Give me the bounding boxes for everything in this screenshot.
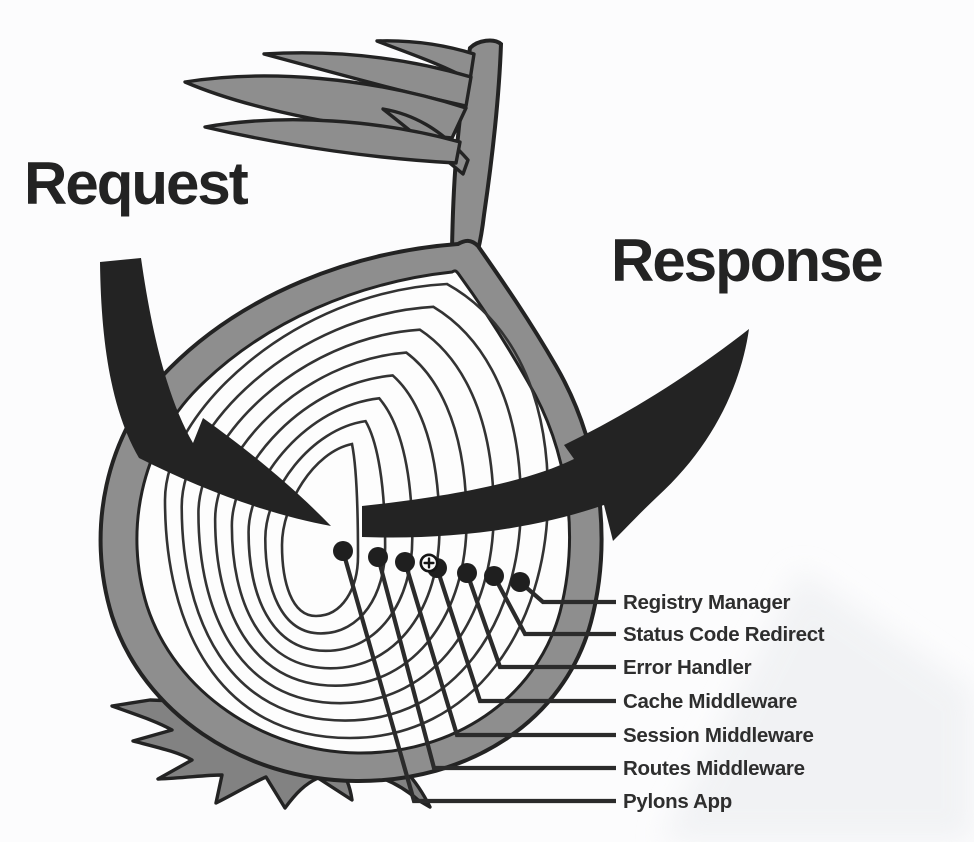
leader-line-routes-middleware: [375, 556, 616, 771]
layer-dot-routes-middleware: [368, 547, 388, 567]
layer-label-session-middleware: Session Middleware: [623, 724, 814, 747]
layer-label-error-handler: Error Handler: [623, 656, 752, 679]
layer-dot-registry-manager: [510, 572, 530, 592]
onion-ring: [230, 374, 441, 670]
layer-dot-pylons-app: [333, 541, 353, 561]
request-arrow: [100, 258, 331, 526]
onion-ring: [197, 328, 496, 705]
layer-label-registry-manager: Registry Manager: [623, 591, 791, 614]
onion-ring: [180, 305, 523, 722]
leader-line-error-handler: [465, 572, 616, 670]
layer-label-cache-middleware: Cache Middleware: [623, 690, 797, 713]
crosshair-plus-icon: [419, 553, 439, 573]
leaf-icon: [203, 118, 462, 165]
layer-label-pylons-app: Pylons App: [623, 790, 732, 813]
layer-label-status-code-redirect: Status Code Redirect: [623, 623, 825, 646]
leader-line-status-code-redirect: [492, 575, 616, 637]
response-label: Response: [611, 227, 884, 294]
layer-dot-session-middleware: [395, 552, 415, 572]
leader-line-registry-manager: [518, 580, 616, 605]
layer-dot-status-code-redirect: [484, 566, 504, 586]
layer-label-routes-middleware: Routes Middleware: [623, 757, 805, 780]
leader-line-pylons-app: [340, 550, 616, 804]
onion-ring: [213, 351, 468, 688]
layer-dot-error-handler: [457, 563, 477, 583]
onion-leaves: [183, 39, 476, 176]
response-arrow: [362, 329, 749, 541]
request-label: Request: [24, 150, 249, 217]
onion-ring: [163, 282, 550, 740]
leader-line-cache-middleware: [435, 567, 616, 704]
background-haze: [660, 570, 974, 842]
leader-line-session-middleware: [402, 561, 616, 738]
